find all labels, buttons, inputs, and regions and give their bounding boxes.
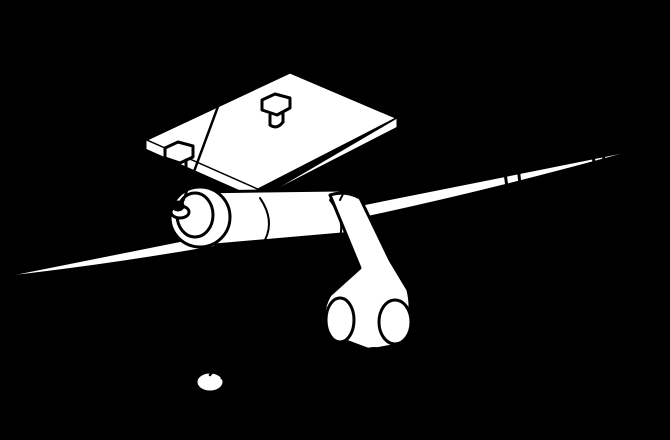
lower-pin [194,370,258,394]
lubrication-fitting [169,200,191,220]
plate-nut-left [163,140,195,176]
pivot-tube [168,185,367,249]
callout-line-2: PIVOT LUBRICATION [424,50,620,71]
plate-nut-right [260,92,292,129]
u-bolt [490,123,614,242]
callout-label: CLUTCH/BRAKE PIVOT LUBRICATION FITTING [424,22,619,100]
support-strut [193,256,302,377]
callout-line-1: CLUTCH/BRAKE [424,24,578,45]
lower-link [360,347,388,440]
callout-line-3: FITTING [424,76,500,97]
callout-leader [180,34,414,206]
pivot-bracket [322,179,413,352]
